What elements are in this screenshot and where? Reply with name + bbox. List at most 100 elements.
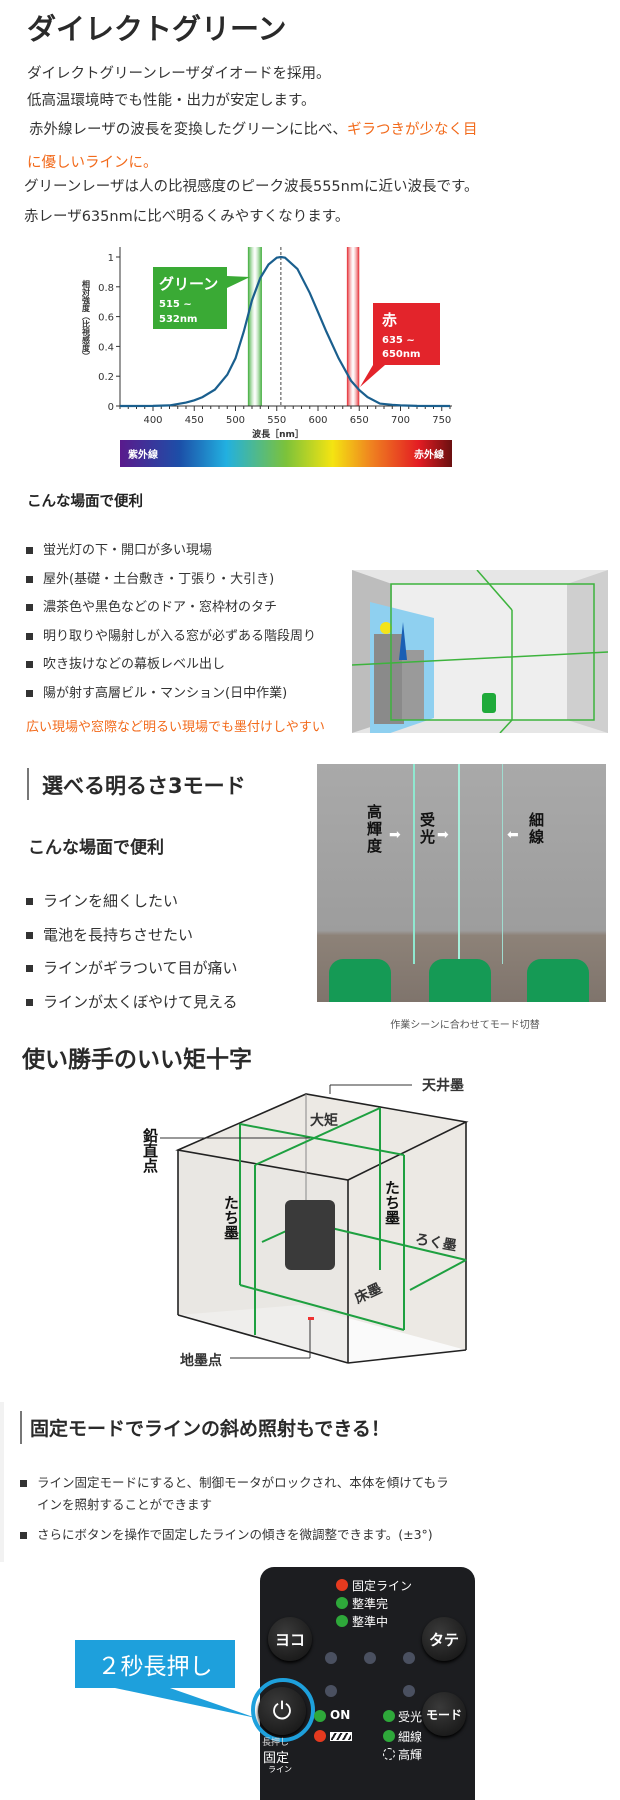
list-item: ライン固定モードにすると、制御モータがロックされ、本体を傾けてもラ [20,1472,449,1491]
y-tick-label: 0.8 [98,283,114,294]
wavelength-band [247,247,262,406]
label-high: 高輝 [398,1748,423,1762]
battery-icon [330,1732,352,1741]
heading-bar [20,1411,22,1444]
bright-site-illustration [352,570,608,733]
power-sub-label: 固定 [263,1751,290,1766]
label-fine: 細線 [398,1730,423,1744]
label-plumb-point: 鉛直点 [141,1128,159,1173]
bullet-icon [20,1480,27,1487]
section-heading: こんな場面で便利 [28,838,164,858]
list-item: 明り取りや陽射しが入る窓が必ずある階段周り [26,625,316,644]
red-callout-range: 650nm [382,349,420,360]
label-on: ON [330,1708,351,1722]
intro-line: 低高温環境時でも性能・出力が安定します。 [27,93,316,109]
y-tick-label: 1 [108,253,114,264]
bullet-icon [20,1532,27,1539]
intro-text: 赤外線レーザの波長を変換したグリーンに比べ、 [29,122,347,138]
x-tick-label: 750 [432,415,451,426]
y-axis-label: 相対強度（比視感度） [81,279,91,360]
section-title: 使い勝手のいい矩十字 [22,1047,252,1073]
bullet-icon [26,661,33,668]
bullet-icon [26,965,33,972]
legend-fixed-line: 固定ライン [352,1579,413,1593]
list-item: 屋外(基礎・土台敷き・丁張り・大引き) [26,568,274,587]
section-title: 選べる明るさ3モード [42,774,246,798]
bullet-icon [26,998,33,1006]
intro-line: グリーンレーザは人の比視感度のピーク波長555nmに近い波長です。 [24,179,479,195]
intro-line: ダイレクトグリーンレーザダイオードを採用。 [27,66,331,82]
arrow-right-icon: ➡ [437,827,449,843]
bullet-icon [26,632,33,640]
label-receive: 受光 [420,811,436,846]
green-callout-title: グリーン [159,275,218,293]
heading-bar [27,768,29,800]
highlight-ring [251,1678,315,1742]
y-tick-label: 0.2 [98,372,114,383]
list-item: 電池を長持ちさせたい [26,924,193,945]
red-callout [360,303,440,387]
green-callout [153,267,250,329]
list-item: 陽が射す高層ビル・マンション(日中作業) [26,682,287,701]
label-receive: 受光 [398,1710,423,1724]
legend-leveling: 整準中 [352,1615,389,1629]
legend-level-done: 整準完 [352,1597,389,1611]
page-title: ダイレクトグリーン [27,12,287,46]
laser-device [482,693,496,713]
x-tick-label: 450 [185,415,204,426]
power-sub-label: 長押し [262,1738,290,1748]
x-axis-label: 波長［nm］ [252,428,304,440]
photo-caption: 作業シーンに合わせてモード切替 [390,1020,540,1031]
green-callout-range: 532nm [159,314,197,325]
list-item: 濃茶色や黒色などのドア・窓枠材のタチ [26,596,277,615]
scene-note: 広い現場や窓際など明るい現場でも墨付けしやすい [26,720,325,735]
intro-line: 赤外線レーザの波長を変換したグリーンに比べ、ギラつきが少なく目 [29,118,477,139]
label-fine: 細線 [529,811,545,846]
control-panel: 固定ライン 整準完 整準中 ヨコ タテ モード ⏻ ON 受光 細線 高輝 長押… [251,1567,475,1800]
y-tick-label: 0.6 [98,313,114,324]
long-press-callout: ２秒長押し [75,1640,235,1688]
label-ceiling-line: 天井墨 [422,1078,464,1094]
laser-device [527,959,589,1002]
spectrum-label-uv: 紫外線 [128,448,158,461]
list-item: 蛍光灯の下・開口が多い現場 [26,539,212,558]
yoko-button[interactable]: ヨコ [268,1617,312,1661]
sun-icon [380,622,392,634]
list-item: ラインが太くぼやけて見える [26,991,238,1012]
mode-photo: 高輝度 ➡ 受光 ➡ ⬅ 細線 [317,764,606,1002]
list-item: 吹き抜けなどの幕板レベル出し [26,653,225,672]
wavelength-band [346,247,360,406]
spectrum-label-ir: 赤外線 [414,448,444,461]
green-callout-range: 515 ~ [159,299,192,310]
bullet-icon [26,898,33,905]
y-tick-label: 0 [108,402,114,413]
spectrum-bar [120,440,452,467]
intro-line: 赤レーザ635nmに比べ明るくみやすくなります。 [24,209,350,225]
mode-button[interactable]: モード [422,1692,466,1736]
arrow-right-icon: ➡ [389,827,401,843]
list-item: ラインを細くしたい [26,890,178,911]
x-tick-label: 650 [350,415,369,426]
sensitivity-curve [119,255,451,408]
list-item-cont: インを照射することができます [37,1497,213,1512]
bullet-icon [26,931,33,939]
x-tick-label: 550 [267,415,286,426]
y-tick-label: 0.4 [98,342,114,353]
label-vertical-right: たち墨 [383,1180,401,1225]
label-square: 大矩 [310,1113,338,1129]
laser-device [429,959,491,1002]
tate-button[interactable]: タテ [422,1617,466,1661]
section-title: 固定モードでラインの斜め照射もできる！ [30,1418,390,1440]
laser-device [329,959,391,1002]
bullet-icon [26,547,33,554]
label-high-brightness: 高輝度 [367,803,383,855]
x-tick-label: 700 [391,415,410,426]
bullet-icon [26,604,33,611]
arrow-left-icon: ⬅ [507,827,519,843]
red-callout-title: 赤 [382,311,397,329]
label-ground-point: 地墨点 [180,1353,222,1369]
x-tick-label: 400 [143,415,162,426]
intro-highlight-cont: に優しいラインに。 [27,155,158,171]
label-vertical-left: たち墨 [222,1195,240,1240]
